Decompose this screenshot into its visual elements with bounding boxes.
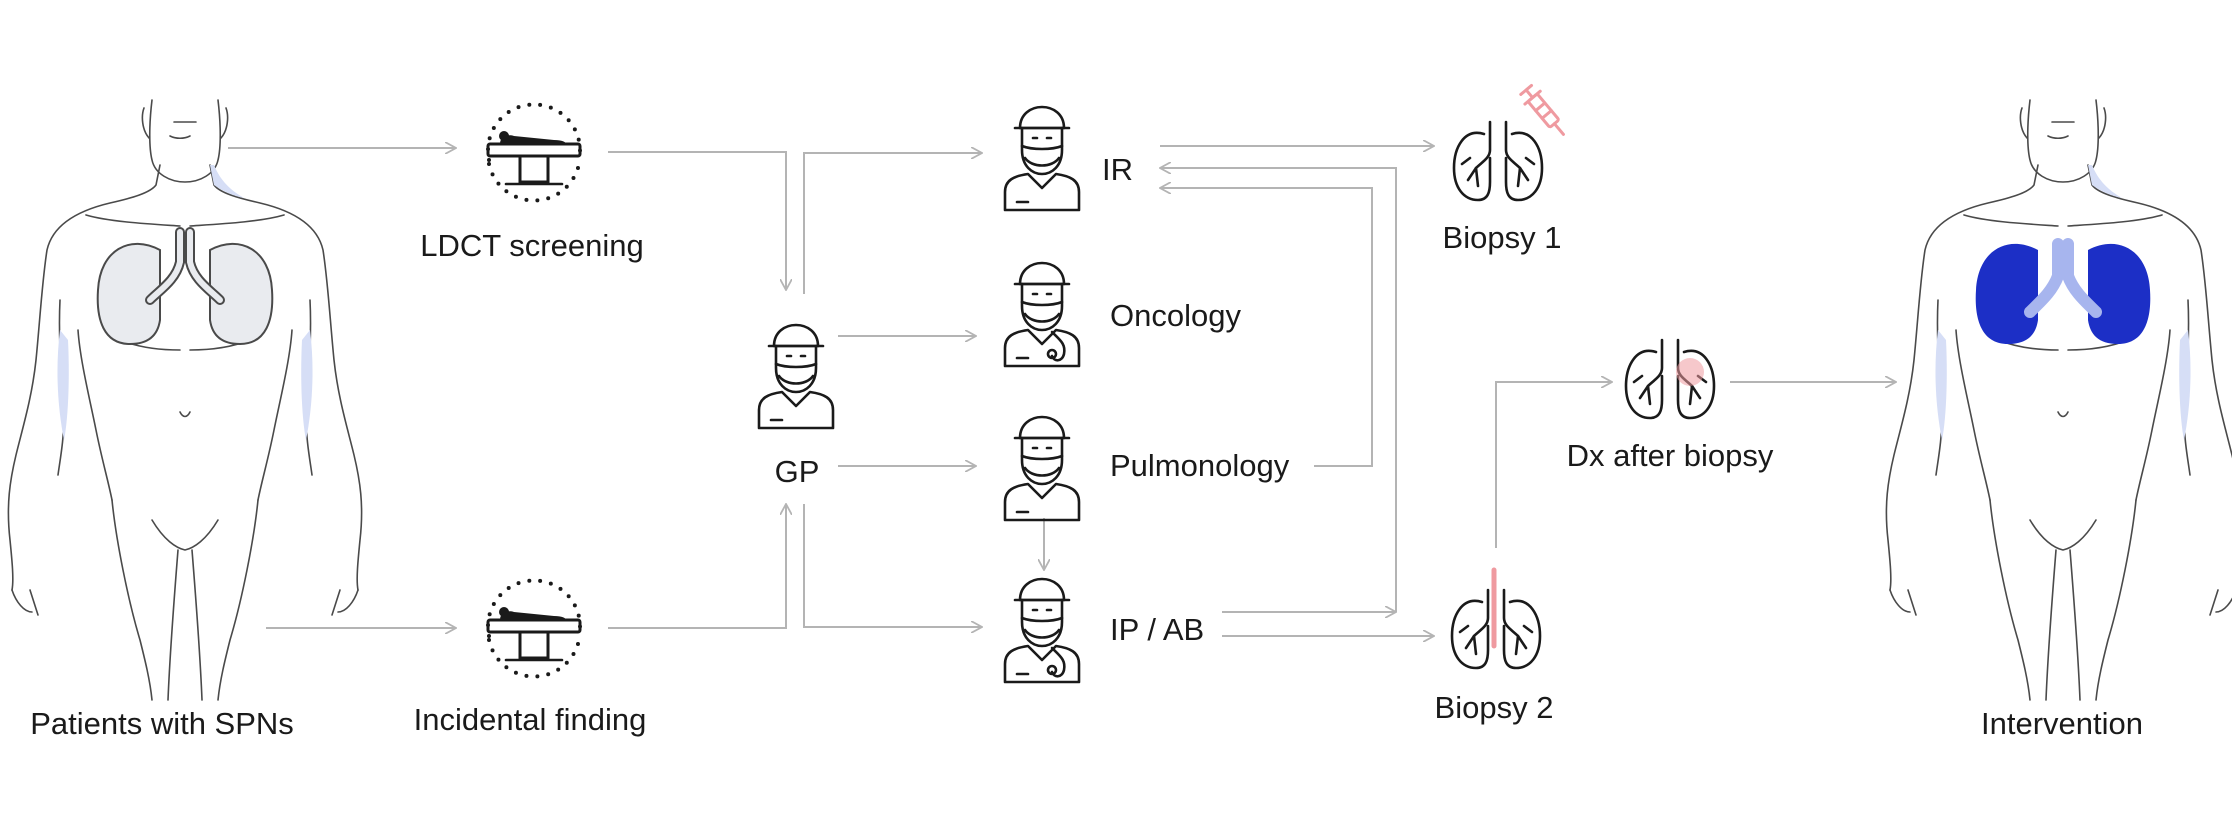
incidental-finding-label: Incidental finding bbox=[413, 702, 647, 737]
flow-arrows bbox=[228, 146, 1896, 636]
incidental-scanner-icon bbox=[486, 578, 582, 679]
dx-lungs-icon bbox=[1624, 338, 1716, 420]
syringe-icon bbox=[1519, 83, 1565, 136]
biopsy2-lungs-icon bbox=[1450, 567, 1542, 670]
biopsy1-lungs-icon bbox=[1452, 83, 1565, 202]
ir-label: IR bbox=[1102, 152, 1133, 187]
ldct-scanner-icon bbox=[486, 102, 582, 203]
gp-label: GP bbox=[774, 454, 820, 489]
oncology-label: Oncology bbox=[1110, 298, 1241, 333]
intervention-body-icon bbox=[1885, 99, 2232, 701]
patients-body-icon bbox=[7, 99, 363, 701]
ipab-doctor-icon bbox=[1003, 577, 1081, 684]
ir-doctor-icon bbox=[1003, 105, 1081, 212]
gp-doctor-icon bbox=[757, 323, 835, 430]
biopsy1-label: Biopsy 1 bbox=[1442, 220, 1562, 255]
patients-label: Patients with SPNs bbox=[30, 706, 294, 741]
ipab-label: IP / AB bbox=[1110, 612, 1205, 647]
dx-after-biopsy-label: Dx after biopsy bbox=[1566, 438, 1774, 473]
pulmonology-label: Pulmonology bbox=[1110, 448, 1290, 483]
pulmonology-doctor-icon bbox=[1003, 415, 1081, 522]
ldct-screening-label: LDCT screening bbox=[420, 228, 644, 263]
biopsy2-label: Biopsy 2 bbox=[1434, 690, 1554, 725]
oncology-doctor-icon bbox=[1003, 261, 1081, 368]
intervention-label: Intervention bbox=[1981, 706, 2143, 741]
